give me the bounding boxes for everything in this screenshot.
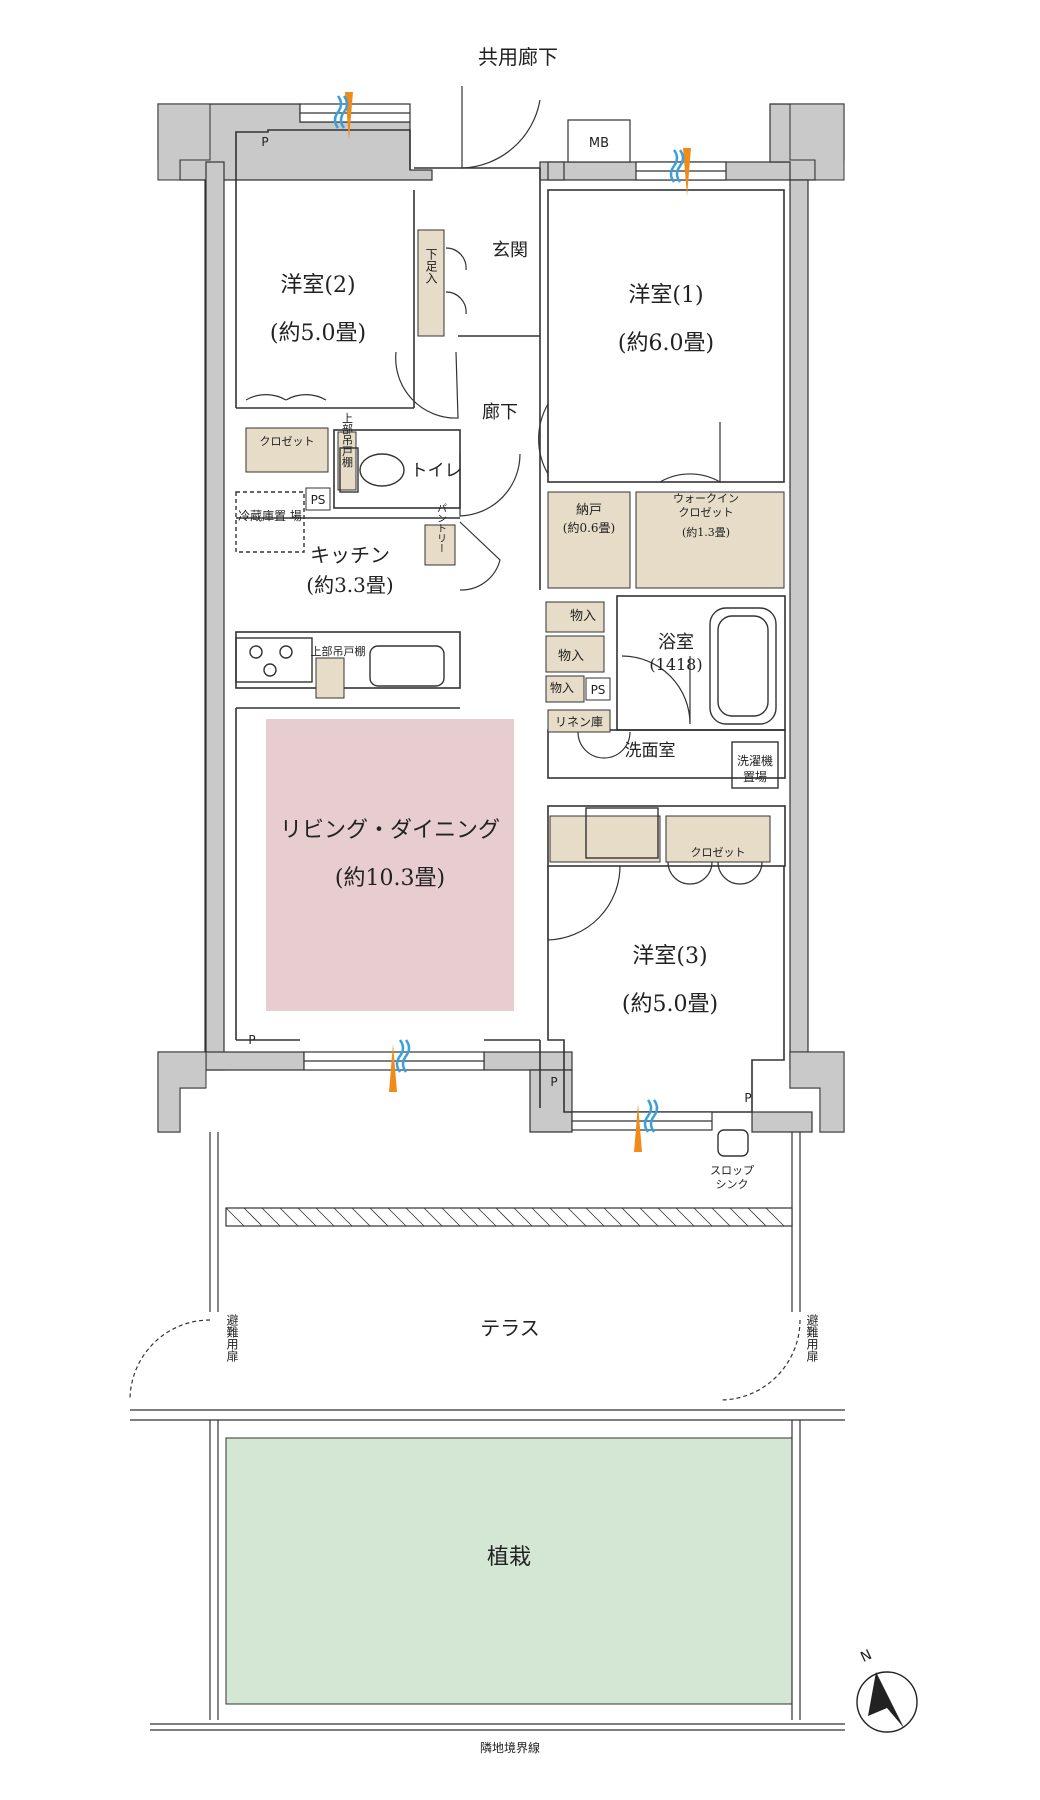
boundary-label: 隣地境界線 (480, 1740, 540, 1755)
ps-label-kitchen: PS (311, 493, 326, 507)
sink (369, 645, 445, 687)
north-label: N (858, 1647, 874, 1666)
room2-closet-label: クロゼット (260, 435, 315, 448)
room1-size: (約6.0畳) (618, 331, 714, 356)
bathtub (709, 607, 777, 725)
storage1-label: 物入 (570, 609, 596, 624)
living-dining-area (266, 719, 514, 1011)
living-size: (約10.3畳) (335, 866, 445, 891)
washer-label-2: 置場 (743, 770, 767, 784)
storage3-label: 物入 (550, 681, 574, 695)
slop-label-1: スロップ (710, 1164, 754, 1177)
kitchen-size: (約3.3畳) (306, 573, 393, 597)
shoe-cabinet (417, 229, 445, 337)
terrace-structure (129, 1132, 845, 1731)
nando-label: 納戸 (576, 503, 602, 518)
room3-closet-label: クロゼット (691, 846, 746, 859)
storage2 (545, 635, 605, 673)
nando-box (547, 491, 631, 589)
linen-label: リネン庫 (555, 715, 603, 729)
escape-door-right: 避難用扉 (805, 1314, 819, 1362)
toilet-bowl (359, 453, 405, 487)
upper-shelf-label: 上部吊戸棚 (311, 644, 366, 658)
upper-shelf-toilet (337, 431, 357, 491)
terrace-label: テラス (480, 1316, 540, 1340)
room3-closet (665, 815, 771, 863)
door-swings (245, 86, 763, 941)
pipe-label-2: P (248, 1033, 255, 1047)
pipe-label-4: P (744, 1091, 751, 1105)
room3-size: (約5.0畳) (622, 992, 718, 1017)
wash-shelf (549, 815, 661, 863)
corner-blocks (157, 103, 845, 1133)
toilet-label: トイレ (411, 461, 462, 481)
bath-fixtures (235, 447, 779, 1157)
room3-name: 洋室(3) (632, 944, 707, 969)
vent-markers (333, 92, 691, 1152)
corridor-label: 共用廊下 (478, 45, 558, 69)
washer-space (731, 741, 779, 789)
pantry-box (424, 524, 456, 566)
ps-label-bath: PS (591, 683, 606, 697)
nando-size: (約0.6畳) (563, 520, 615, 535)
room2-name: 洋室(2) (280, 273, 355, 298)
washbasin (585, 807, 659, 859)
hall-label: 廊下 (482, 402, 518, 423)
fridge-space (235, 491, 305, 553)
wic-box (635, 491, 785, 589)
bath-size: (1418) (649, 655, 702, 674)
pantry-label: パントリー (435, 503, 447, 553)
room2-closet (245, 427, 329, 473)
wic-label: ウォークイン (673, 492, 739, 505)
mb-label: MB (589, 136, 609, 151)
mb-box (567, 119, 631, 163)
ps-box-bath (585, 677, 611, 701)
wic-label-2: クロゼット (679, 506, 734, 519)
pipe-label-3: P (550, 1075, 557, 1089)
entrance-label: 玄関 (492, 240, 528, 261)
wic-size: (約1.3畳) (682, 525, 730, 539)
washer-label-1: 洗濯機 (737, 753, 773, 768)
escape-door-left: 避難用扉 (225, 1314, 239, 1362)
ps-box-kitchen (305, 487, 331, 511)
linen-box (547, 709, 611, 733)
washroom-label: 洗面室 (625, 741, 676, 761)
living-name: リビング・ダイニング (280, 818, 500, 843)
north-compass: N (856, 1647, 918, 1733)
room2-size: (約5.0畳) (270, 321, 366, 346)
upper-shelf-toilet-label: 上部吊戸棚 (341, 412, 354, 468)
room1-name: 洋室(1) (628, 283, 703, 308)
planting-area (225, 1437, 793, 1705)
bath-name: 浴室 (658, 632, 694, 653)
fridge-label: 冷蔵庫置 場 (238, 509, 302, 523)
kitchen-name: キッチン (310, 543, 390, 567)
kitchen-cabinet (315, 657, 345, 699)
slop-label-2: シンク (716, 1178, 749, 1191)
stove (235, 637, 313, 683)
storage-areas (245, 229, 785, 863)
shoe-label: 下足入 (424, 248, 438, 284)
storage2-label: 物入 (558, 649, 584, 664)
storage3 (545, 675, 585, 703)
pipe-label-1: P (261, 135, 268, 149)
storage1 (545, 601, 605, 633)
planting-label: 植栽 (487, 1545, 531, 1570)
